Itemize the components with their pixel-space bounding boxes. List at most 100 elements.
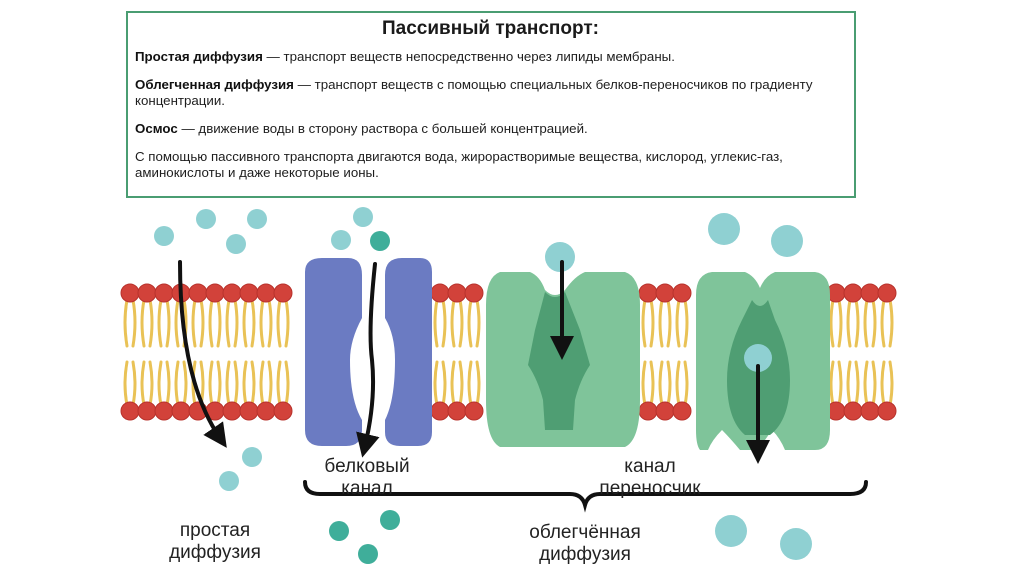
protein-channel-label: белковый канал <box>308 456 426 500</box>
lipid-molecule <box>137 283 157 421</box>
arrow-down-icon <box>356 262 380 458</box>
molecule-icon <box>370 231 390 251</box>
lipid-head <box>239 401 259 421</box>
lipid-molecule <box>447 283 467 421</box>
lipid-molecule <box>239 283 259 421</box>
lipid-molecule <box>188 283 208 421</box>
simple-diffusion-label: простая диффузия <box>150 520 280 564</box>
channel-left-subunit <box>305 258 362 446</box>
arrow-down-icon <box>178 260 227 448</box>
lipid-head <box>843 401 863 421</box>
lipid-molecule <box>273 283 293 421</box>
lipid-head <box>860 401 880 421</box>
lipid-head <box>843 283 863 303</box>
molecule-icon <box>329 521 349 541</box>
osmosis-definition: Осмос — движение воды в сторону раствора… <box>135 121 846 137</box>
lipid-molecule <box>222 283 242 421</box>
lipid-molecule <box>430 283 450 421</box>
molecule-icon <box>331 230 351 250</box>
molecule-icon <box>226 234 246 254</box>
molecule-icon <box>545 242 575 272</box>
osmosis-term: Осмос <box>135 121 178 136</box>
label-line: канал <box>624 456 676 477</box>
lipid-molecule <box>464 283 484 421</box>
molecule-icon <box>771 225 803 257</box>
simple-diffusion-term: Простая диффузия <box>135 49 263 64</box>
facilitated-diffusion-label: облегчённая диффузия <box>515 522 655 566</box>
lipid-head <box>256 283 276 303</box>
molecule-icon <box>715 515 747 547</box>
lipid-head <box>447 283 467 303</box>
molecules <box>154 207 812 564</box>
arrows <box>178 260 770 464</box>
lipid-bilayer <box>120 283 897 421</box>
lipid-head <box>273 283 293 303</box>
lipid-molecule <box>655 283 675 421</box>
molecule-icon <box>196 209 216 229</box>
lipid-head <box>239 283 259 303</box>
lipid-head <box>672 401 692 421</box>
lipid-head <box>464 401 484 421</box>
summary-text: С помощью пассивного транспорта двигаютс… <box>135 149 783 180</box>
facilitated-diffusion-text: — транспорт веществ с помощью специальны… <box>135 77 813 108</box>
channel-right-subunit <box>385 258 432 446</box>
molecule-icon <box>247 209 267 229</box>
lipid-head <box>638 283 658 303</box>
lipid-molecule <box>638 283 658 421</box>
lipid-head <box>222 401 242 421</box>
lipid-head <box>655 283 675 303</box>
lipid-head <box>430 283 450 303</box>
molecule-icon <box>708 213 740 245</box>
info-title: Пассивный транспорт: <box>382 18 599 39</box>
facilitated-diffusion-term: Облегченная диффузия <box>135 77 294 92</box>
lipid-molecule <box>826 283 846 421</box>
lipid-head <box>430 401 450 421</box>
simple-diffusion-definition: Простая диффузия — транспорт веществ неп… <box>135 49 846 65</box>
lipid-head <box>222 283 242 303</box>
lipid-molecule <box>860 283 880 421</box>
lipid-molecule <box>672 283 692 421</box>
molecule-icon <box>242 447 262 467</box>
lipid-molecule <box>154 283 174 421</box>
lipid-head <box>154 401 174 421</box>
label-line: облегчённая <box>529 522 641 543</box>
lipid-molecule <box>877 283 897 421</box>
facilitated-diffusion-definition: Облегченная диффузия — транспорт веществ… <box>135 77 846 109</box>
carrier-label: канал переносчик <box>575 456 725 500</box>
lipid-head <box>154 283 174 303</box>
carrier-1-pocket <box>528 292 590 430</box>
info-box: Пассивный транспорт: Простая диффузия — … <box>126 11 856 198</box>
lipid-molecule <box>120 283 140 421</box>
lipid-head <box>273 401 293 421</box>
label-line: белковый <box>324 456 410 477</box>
molecule-icon <box>744 344 772 372</box>
lipid-head <box>120 401 140 421</box>
lipid-head <box>256 401 276 421</box>
lipid-head <box>877 401 897 421</box>
label-line: диффузия <box>539 544 631 565</box>
lipid-head <box>447 401 467 421</box>
label-line: переносчик <box>599 478 701 499</box>
molecule-icon <box>380 510 400 530</box>
molecule-icon <box>353 207 373 227</box>
molecule-icon <box>219 471 239 491</box>
molecule-icon <box>358 544 378 564</box>
lipid-head <box>171 401 191 421</box>
label-line: простая <box>179 520 251 541</box>
lipid-head <box>860 283 880 303</box>
protein-channel <box>305 258 432 446</box>
molecule-icon <box>154 226 174 246</box>
lipid-molecule <box>843 283 863 421</box>
lipid-molecule <box>256 283 276 421</box>
lipid-head <box>464 283 484 303</box>
grouping-brace <box>303 480 868 513</box>
lipid-head <box>638 401 658 421</box>
molecule-icon <box>780 528 812 560</box>
lipid-head <box>655 401 675 421</box>
label-line: канал <box>341 478 393 499</box>
lipid-head <box>137 283 157 303</box>
lipid-head <box>672 283 692 303</box>
label-line: диффузия <box>169 542 261 563</box>
simple-diffusion-text: — транспорт веществ непосредственно чере… <box>262 49 675 64</box>
